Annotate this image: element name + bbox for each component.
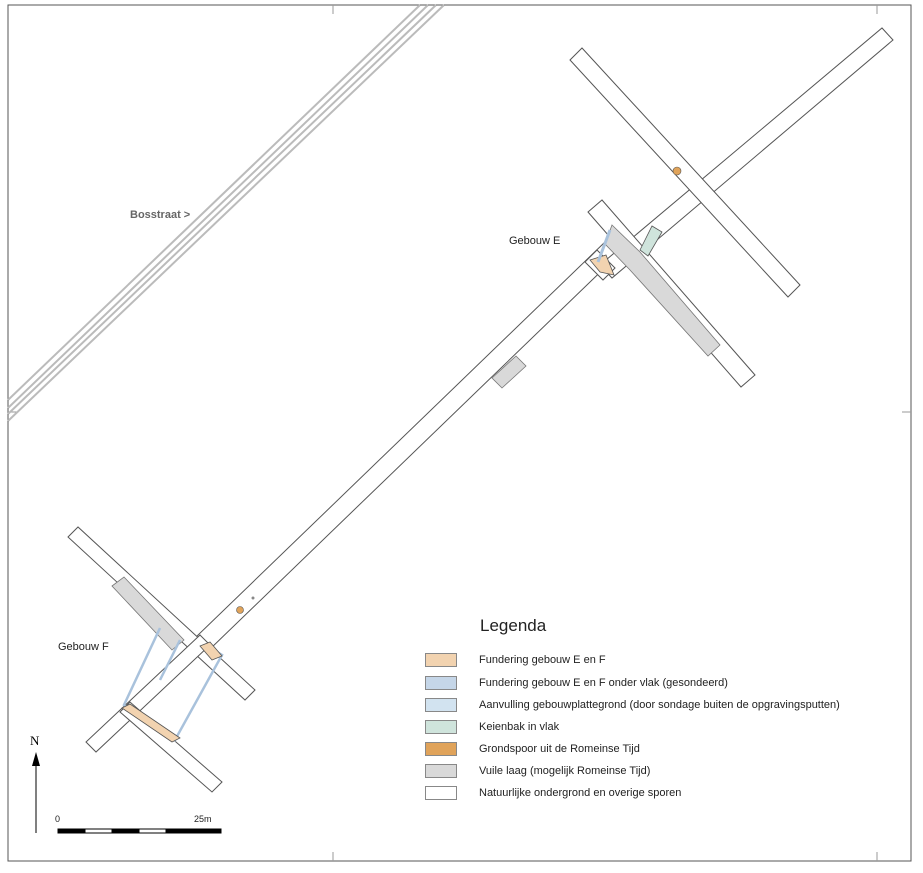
fundering-f-2 (199, 641, 223, 661)
trench-main (195, 241, 619, 651)
legend-label: Natuurlijke ondergrond en overige sporen (479, 787, 682, 799)
legend-label: Aanvulling gebouwplattegrond (door sonda… (479, 699, 840, 711)
legend-label: Vuile laag (mogelijk Romeinse Tijd) (479, 765, 651, 777)
grondspoor-f (236, 606, 244, 614)
map-frame (7, 4, 912, 862)
vuile-laag-e (604, 224, 721, 357)
bosstraat-road (7, 4, 445, 422)
north-label: N (30, 733, 40, 748)
street-label: Bosstraat > (130, 209, 191, 221)
legend-swatch (425, 764, 457, 778)
legend-item: Fundering gebouw E en F (425, 651, 606, 669)
legend-swatch (425, 676, 457, 690)
legend-item: Vuile laag (mogelijk Romeinse Tijd) (425, 762, 650, 780)
legend-label: Grondspoor uit de Romeinse Tijd (479, 743, 640, 755)
fundering-f-1 (121, 703, 181, 743)
legend-item: Natuurlijke ondergrond en overige sporen (425, 784, 681, 802)
legend-title: Legenda (480, 616, 547, 635)
legend-label: Fundering gebouw E en F onder vlak (geso… (479, 677, 728, 689)
legend-swatch (425, 653, 457, 667)
legend-item: Fundering gebouw E en F onder vlak (geso… (425, 674, 728, 692)
legend-item: Aanvulling gebouwplattegrond (door sonda… (425, 696, 840, 714)
legend-swatch (425, 720, 457, 734)
scale-bar (57, 828, 222, 834)
legend-swatch (425, 786, 457, 800)
legend-label: Keienbak in vlak (479, 721, 560, 733)
scale-start-label: 0 (55, 814, 61, 824)
keienbak-e (639, 225, 663, 257)
trench-f-nw (67, 526, 256, 701)
fundering-onder-e (596, 229, 612, 263)
building-f-label: Gebouw F (58, 641, 109, 653)
north-arrow (32, 752, 40, 833)
legend-item: Keienbak in vlak (425, 718, 559, 736)
scale-end-label: 25m (194, 814, 212, 824)
grondspoor-e (672, 166, 682, 176)
legend-swatch (425, 698, 457, 712)
legend-item: Grondspoor uit de Romeinse Tijd (425, 740, 640, 758)
building-e-label: Gebouw E (509, 235, 561, 247)
spoor-f-small (251, 596, 255, 600)
trench-e-cross (569, 47, 801, 298)
legend-label: Fundering gebouw E en F (479, 654, 606, 666)
vuile-laag-f (111, 576, 185, 651)
legend-swatch (425, 742, 457, 756)
vuile-laag-mid (491, 355, 527, 389)
